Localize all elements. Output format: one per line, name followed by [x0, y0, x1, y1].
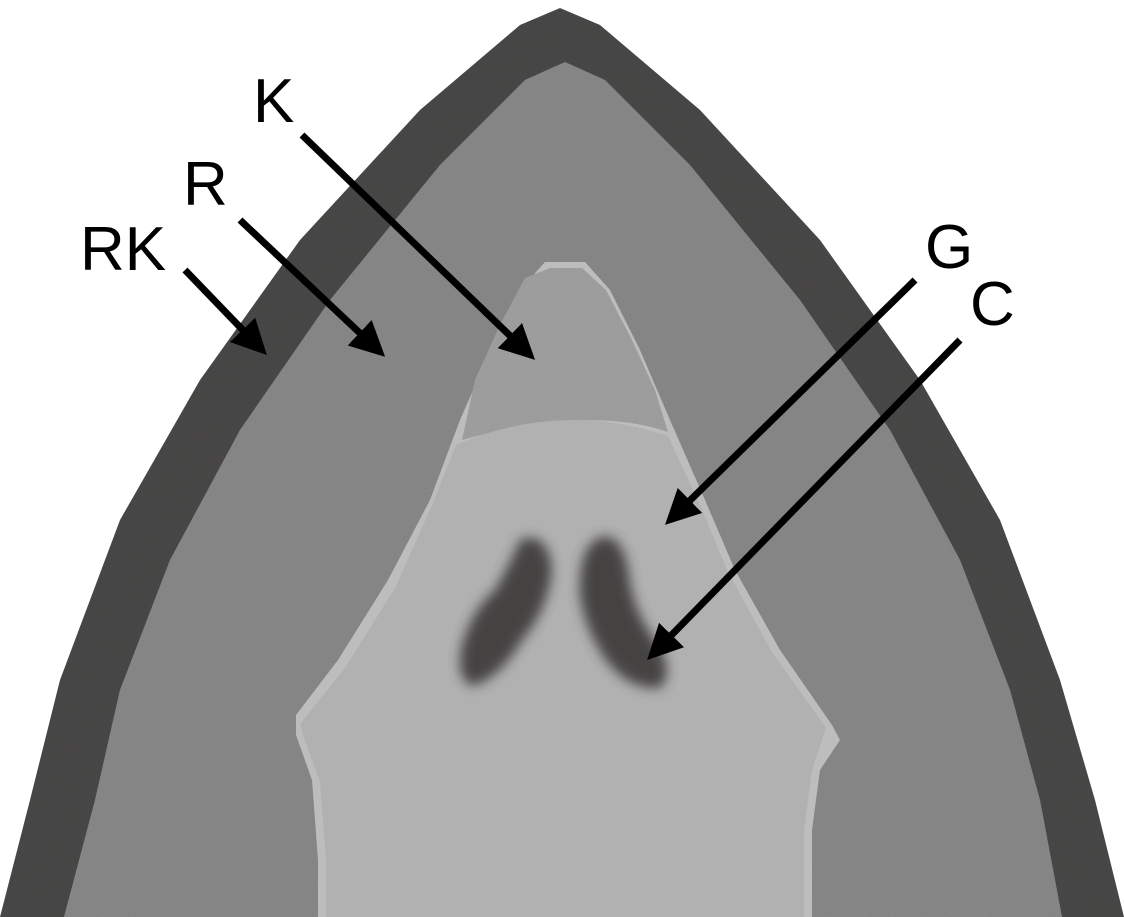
label-r: R	[183, 150, 228, 219]
label-g: G	[925, 213, 973, 282]
label-c: C	[970, 270, 1015, 339]
label-rk: RK	[80, 215, 166, 284]
label-k: K	[253, 67, 294, 136]
